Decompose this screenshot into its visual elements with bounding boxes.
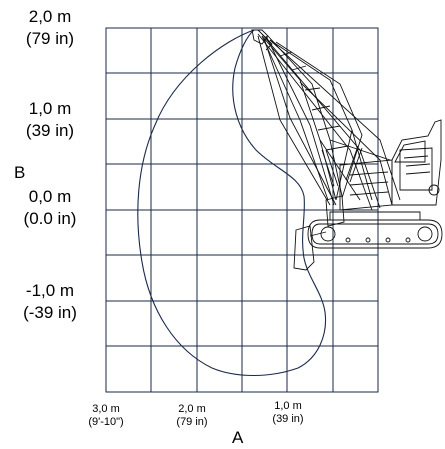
b-tick-1m: 1,0 m (39 in) bbox=[0, 98, 100, 142]
boom bbox=[261, 35, 337, 201]
a-tick-3m-imperial: (9'-10") bbox=[88, 416, 124, 428]
axis-a-letter: A bbox=[232, 428, 244, 447]
a-tick-3m-metric: 3,0 m bbox=[92, 403, 120, 415]
reach-envelope bbox=[137, 29, 327, 377]
a-tick-2m: 2,0 m (79 in) bbox=[162, 403, 222, 429]
cab bbox=[391, 119, 442, 206]
b-tick-0m-imperial: (0.0 in) bbox=[23, 209, 77, 228]
b-tick-2m: 2,0 m (79 in) bbox=[0, 6, 100, 50]
b-tick-2m-imperial: (79 in) bbox=[25, 29, 75, 48]
a-tick-3m: 3,0 m (9'-10") bbox=[76, 403, 136, 429]
track bbox=[311, 223, 439, 245]
a-tick-1m-imperial: (39 in) bbox=[272, 413, 304, 425]
axis-b-letter: B bbox=[14, 163, 26, 182]
b-tick-2m-metric: 2,0 m bbox=[28, 7, 72, 26]
b-tick-1m-metric: 1,0 m bbox=[28, 99, 72, 118]
excavator-illustration bbox=[251, 29, 443, 271]
dozer-blade bbox=[293, 225, 315, 271]
b-tick-neg1m-imperial: (-39 in) bbox=[23, 303, 77, 322]
grid bbox=[105, 27, 379, 393]
b-tick-0m-metric: 0,0 m bbox=[28, 187, 72, 206]
arm bbox=[261, 35, 329, 201]
bucket bbox=[251, 29, 269, 45]
b-tick-1m-imperial: (39 in) bbox=[25, 121, 75, 140]
b-tick-neg1m: -1,0 m (-39 in) bbox=[0, 280, 100, 324]
a-tick-1m: 1,0 m (39 in) bbox=[258, 400, 318, 426]
a-tick-1m-metric: 1,0 m bbox=[274, 400, 302, 412]
b-tick-0m: 0,0 m (0.0 in) bbox=[0, 186, 100, 230]
a-tick-2m-metric: 2,0 m bbox=[178, 403, 206, 415]
b-tick-neg1m-metric: -1,0 m bbox=[25, 281, 75, 300]
a-tick-2m-imperial: (79 in) bbox=[176, 416, 208, 428]
